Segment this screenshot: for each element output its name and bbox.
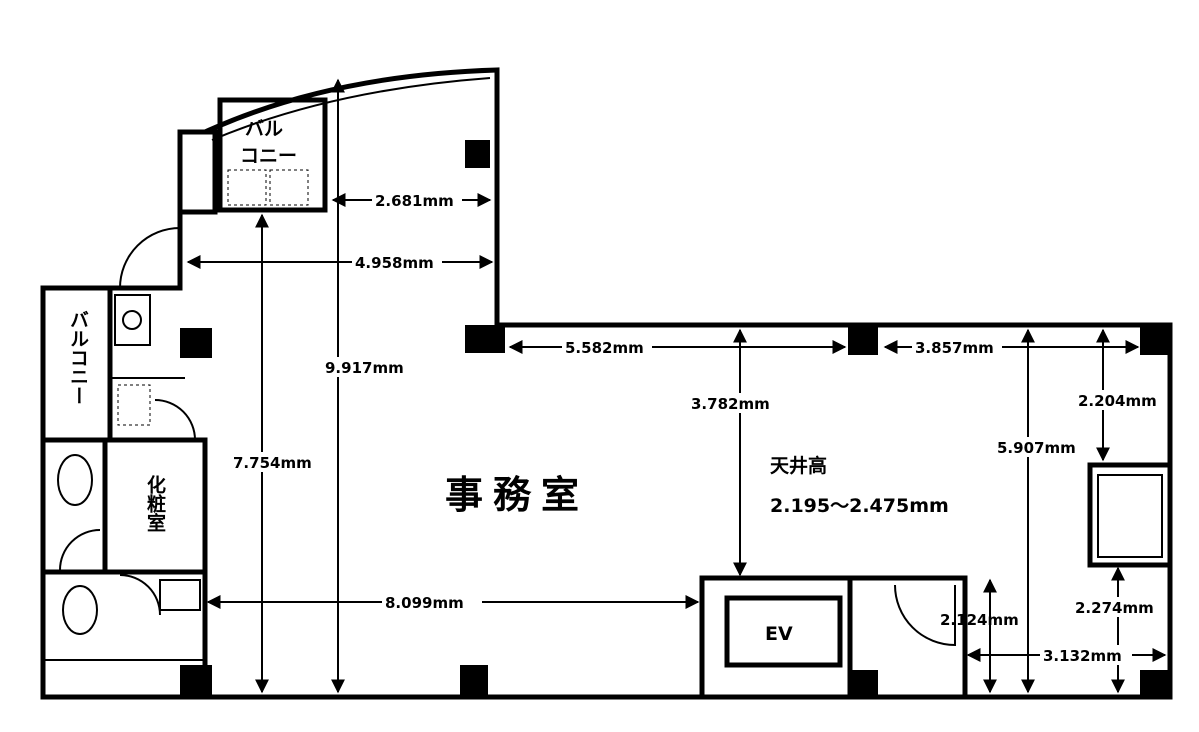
ceiling-height-label: 天井高	[770, 454, 827, 477]
restrooms: 化粧室	[40, 437, 208, 700]
closet	[177, 129, 218, 215]
dim-3782: 3.782mm	[691, 395, 770, 413]
balcony-left: バルコニー	[40, 285, 113, 443]
dim-2681: 2.681mm	[375, 192, 454, 210]
dim-5582: 5.582mm	[565, 339, 644, 357]
ceiling-height-value: 2.195～2.475mm	[770, 495, 949, 517]
window-box	[1087, 462, 1173, 568]
columns	[180, 140, 1170, 697]
dim-9917: 9.917mm	[325, 359, 404, 377]
dim-2204: 2.204mm	[1078, 392, 1157, 410]
balcony-top-label-2: コニー	[240, 145, 297, 167]
balcony-top: バル コニー	[217, 97, 328, 213]
kitchenette	[110, 294, 196, 441]
svg-text:コニー: コニー	[240, 145, 297, 167]
dim-3132: 3.132mm	[1043, 647, 1122, 665]
dim-8099: 8.099mm	[385, 594, 464, 612]
dim-2124: 2.124mm	[940, 611, 1019, 629]
dimension-labels: 2.681mm 4.958mm 5.582mm 3.857mm 9.917mm …	[230, 190, 1165, 665]
dim-2274: 2.274mm	[1075, 599, 1154, 617]
dimension-lines	[186, 78, 1167, 694]
elevator-label: EV	[765, 623, 793, 645]
balcony-top-label-1: バル	[245, 118, 283, 140]
elevator-block: EV	[699, 575, 968, 700]
dim-7754: 7.754mm	[233, 454, 312, 472]
powder-room-label: 化粧室	[144, 474, 166, 532]
dim-5907: 5.907mm	[997, 439, 1076, 457]
main-room-label: 事務室	[445, 473, 589, 517]
dim-4958: 4.958mm	[355, 254, 434, 272]
balcony-left-label: バルコニー	[67, 310, 89, 405]
dim-3857: 3.857mm	[915, 339, 994, 357]
door-swing	[119, 226, 181, 289]
svg-text:バル: バル	[245, 118, 283, 140]
